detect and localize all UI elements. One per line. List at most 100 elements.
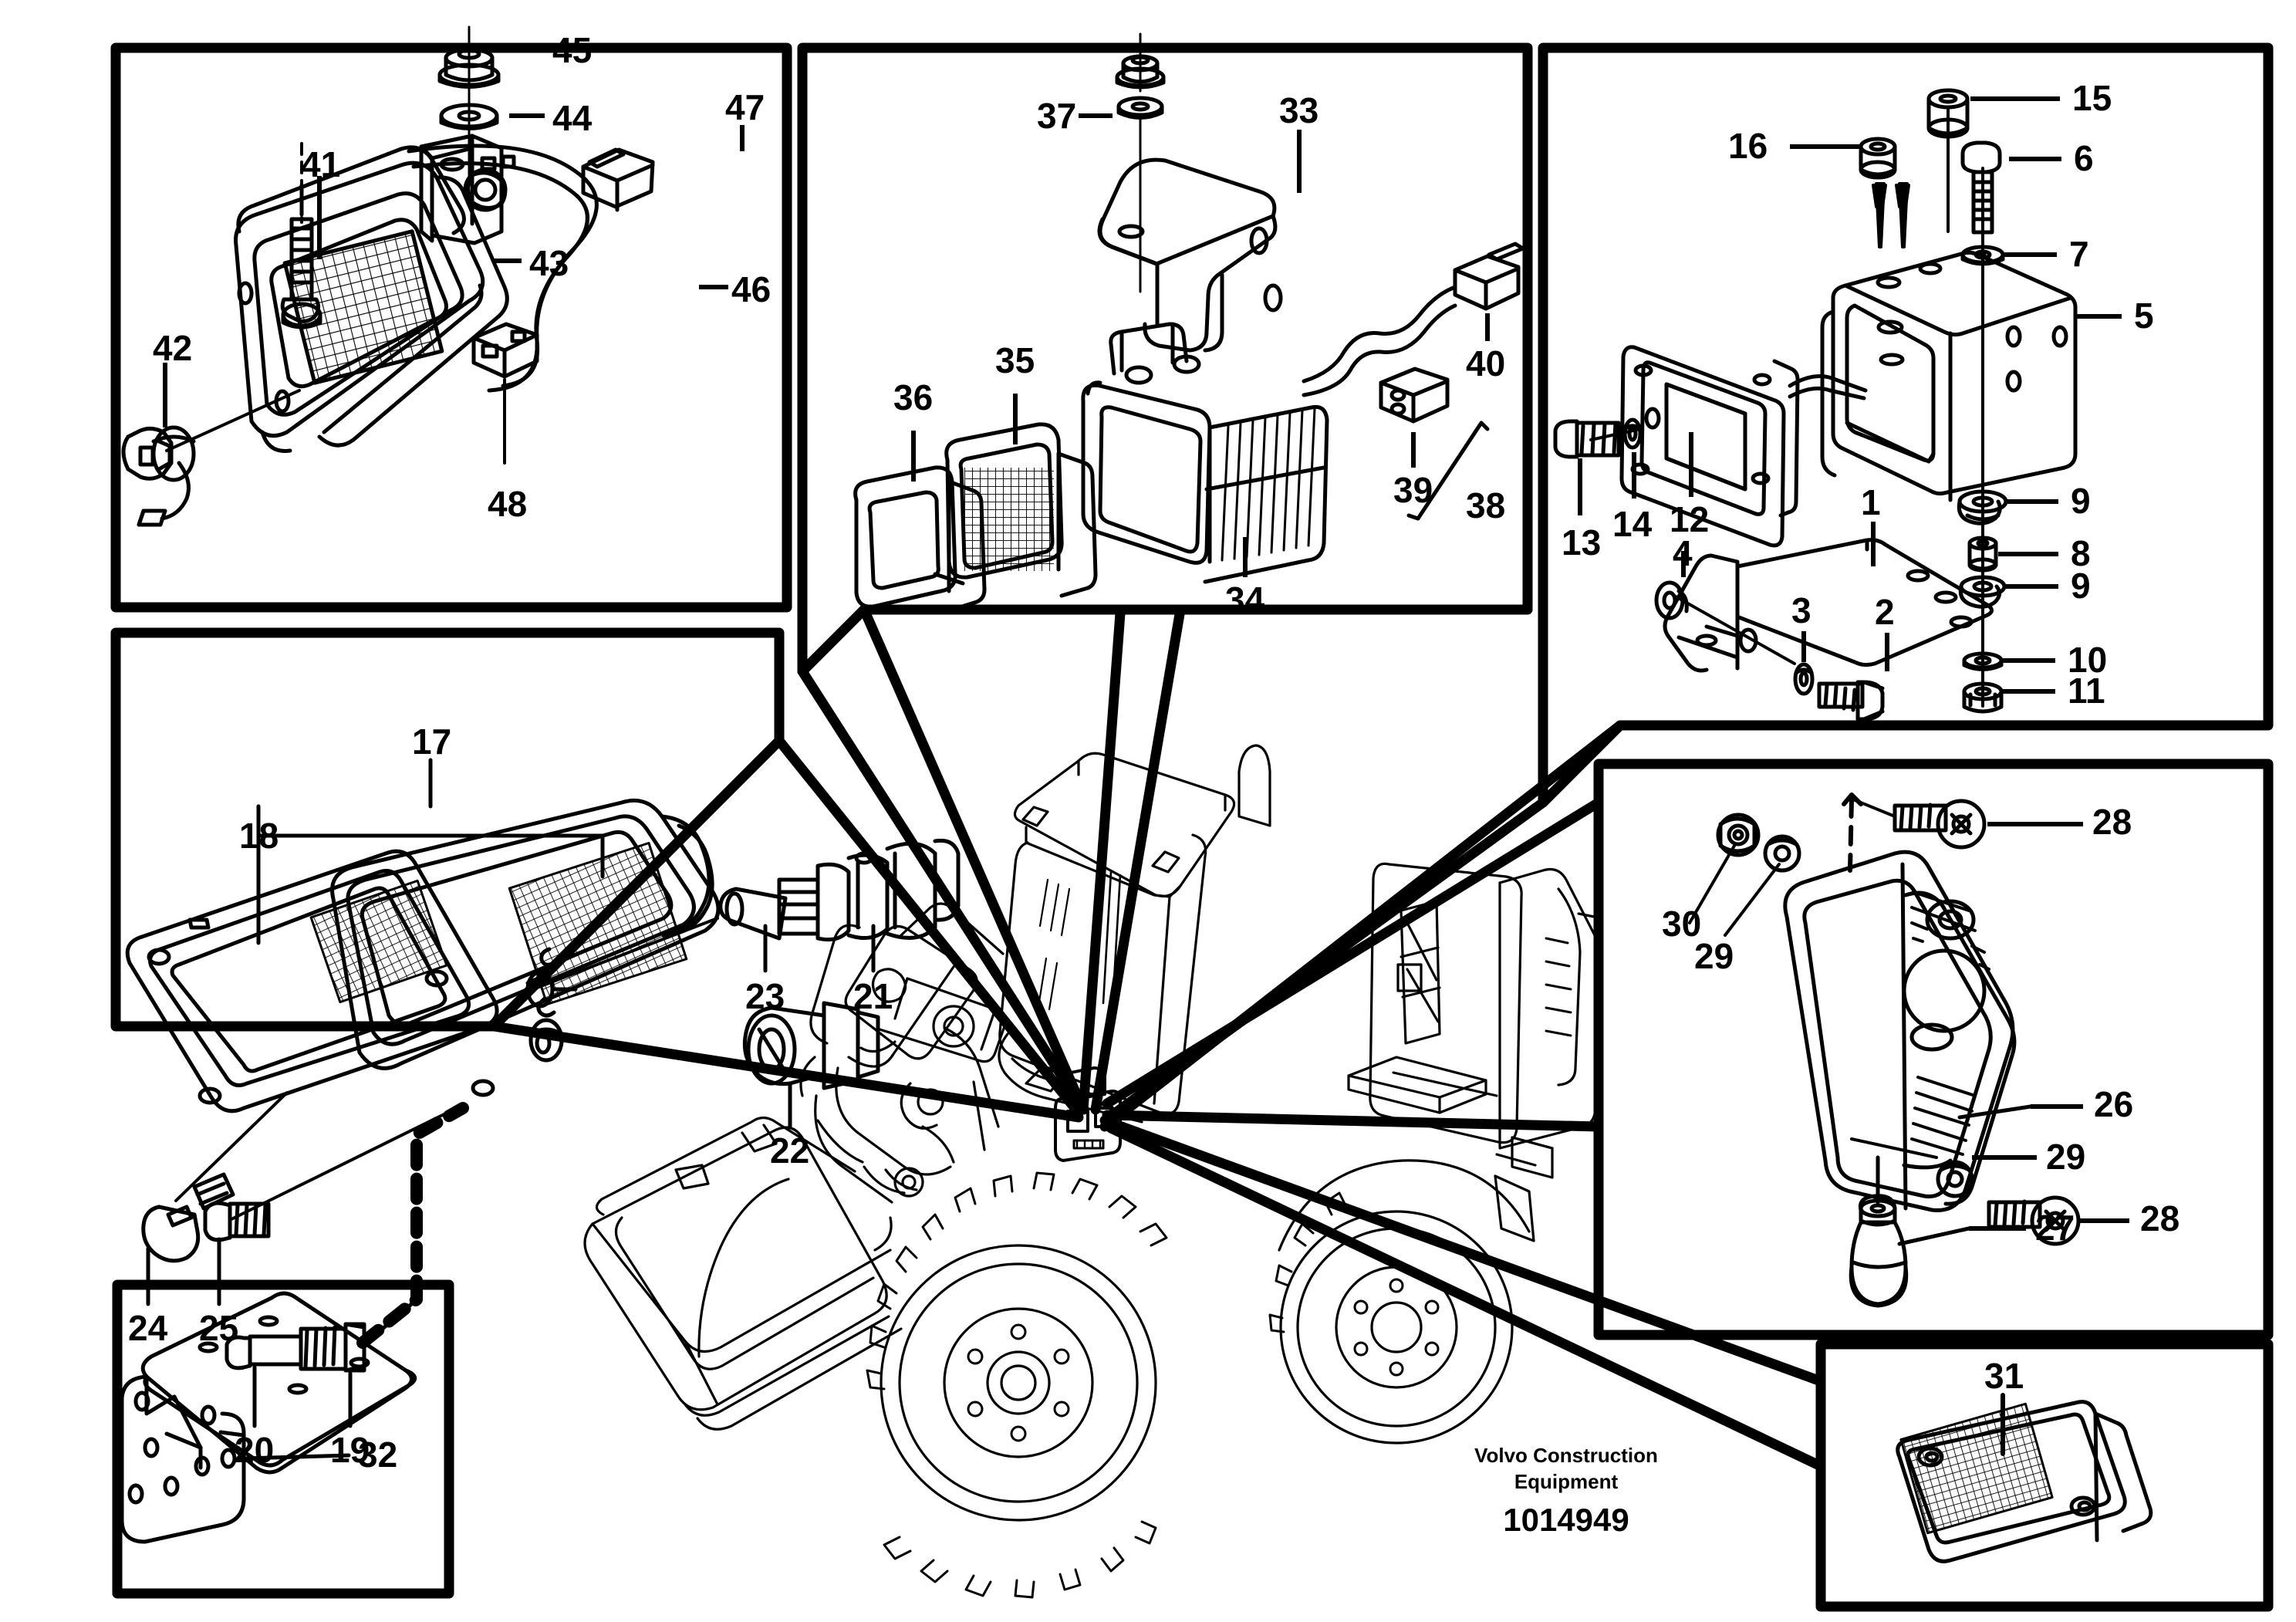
brand-line-2: Equipment [1514, 1470, 1619, 1493]
part-46-harness [407, 144, 599, 393]
pointer-to-panel2-b [859, 604, 1089, 1115]
callout-17: 17 [412, 721, 452, 762]
part-28b-screw [1987, 1195, 2081, 1246]
callout-29a: 29 [1694, 936, 1734, 976]
part-12-plate [1619, 345, 1868, 548]
dashed-assembly-line [356, 1102, 469, 1349]
machine-loader-arms [799, 902, 1007, 1204]
part-5-box [1820, 249, 2078, 502]
callout-8: 8 [2071, 533, 2091, 573]
dashed-28a [1848, 797, 1854, 873]
art-panel-headlamp [125, 758, 961, 1428]
part-30-nut [1716, 813, 1761, 857]
callout-19: 19 [330, 1430, 370, 1470]
callout-27: 27 [2035, 1208, 2075, 1248]
part-38-cable [1302, 285, 1457, 397]
machine-wheel-loader [583, 744, 1603, 1599]
part-number: 1014949 [1503, 1502, 1629, 1538]
part-10-washer [1962, 651, 2004, 671]
part-41-lamp-housing [234, 145, 509, 453]
art-panel-work-lamp-square [121, 25, 655, 527]
callout-40: 40 [1466, 343, 1506, 384]
part-17-headlamp [330, 798, 721, 1070]
brand-line-1: Volvo Construction [1474, 1444, 1658, 1467]
bracket-38 [1406, 421, 1490, 521]
machine-rear-body [1347, 862, 1603, 1179]
callout-30: 30 [1662, 904, 1702, 944]
callout-2: 2 [1875, 592, 1895, 632]
callout-22: 22 [770, 1130, 810, 1171]
pointer-to-panel2-a [797, 666, 1089, 1115]
callout-47: 47 [725, 87, 765, 127]
part-18-frame [125, 849, 499, 1113]
pointer-to-panel2-d [1090, 604, 1186, 1115]
callout-36: 36 [893, 377, 934, 417]
part-25-screw [203, 1201, 271, 1242]
callout-9b: 9 [2071, 566, 2091, 606]
art-panel-lamp-bracket [1553, 88, 2078, 721]
part-11-nut [1962, 681, 2004, 714]
callout-12: 12 [1670, 499, 1710, 539]
part-40-connector [1453, 242, 1525, 311]
pointer-to-panel4-b [774, 735, 1084, 1118]
callout-24: 24 [128, 1308, 168, 1348]
part-9a-grommet [1957, 489, 2008, 525]
callout-10: 10 [2068, 640, 2108, 680]
leader-30 [1688, 844, 1736, 924]
callout-26: 26 [2094, 1084, 2134, 1124]
machine-bucket [583, 1116, 903, 1431]
leader-4 [1673, 594, 1796, 665]
part-29a-washer [1763, 834, 1801, 873]
part-35-lens [944, 422, 1098, 598]
machine-front-wheel [866, 1171, 1168, 1599]
callout-42: 42 [153, 328, 193, 368]
part-43-screw [280, 183, 322, 329]
callout-16: 16 [1728, 126, 1768, 166]
machine-cab [998, 744, 1271, 1124]
machine-rear-wheel [1268, 1191, 1514, 1445]
part-2-bolt [1817, 680, 1885, 721]
part-22-bulb-holder [742, 1001, 880, 1090]
callout-45: 45 [552, 30, 593, 70]
pointer-to-panel7-b [1106, 1117, 1826, 1387]
arrows-15-16 [1872, 182, 1910, 248]
callout-44: 44 [552, 98, 593, 138]
callout-1: 1 [1861, 482, 1881, 522]
part-16-spacer [1859, 137, 1897, 180]
callout-20: 20 [235, 1430, 275, 1470]
leader-42 [165, 389, 301, 452]
callout-21: 21 [853, 976, 893, 1016]
leader-29b [1850, 1137, 1938, 1159]
leader-24 [174, 1091, 289, 1202]
callout-39: 39 [1393, 470, 1433, 510]
part-24-bulb [141, 1172, 235, 1263]
callout-38: 38 [1466, 485, 1506, 525]
art-panel-reflector [1896, 1393, 2153, 1563]
callout-31: 31 [1984, 1356, 2024, 1396]
leader-32 [243, 1453, 351, 1461]
callout-15: 15 [2072, 78, 2112, 118]
callout-34: 34 [1225, 580, 1265, 620]
callout-14: 14 [1612, 504, 1653, 544]
part-3-washer [1793, 662, 1815, 696]
leader-13 [1589, 427, 1642, 441]
callout-11: 11 [2068, 671, 2105, 711]
pointer-to-panel2-c [1078, 608, 1126, 1115]
part-21-socket [815, 838, 961, 942]
callout-33: 33 [1279, 90, 1319, 130]
part-8-bushing [1967, 536, 1998, 573]
callout-5: 5 [2134, 296, 2154, 336]
panel-lamp-bracket-frame [1538, 42, 2274, 808]
callout-29b: 29 [2046, 1137, 2086, 1177]
callout-23: 23 [745, 976, 785, 1016]
callout-6: 6 [2074, 138, 2094, 178]
callout-28b: 28 [2140, 1198, 2180, 1238]
callout-46: 46 [731, 269, 772, 309]
pointer-to-panel3-b [1099, 720, 1626, 1132]
part-33-bracket [1097, 157, 1283, 353]
art-panel-marker-lamp [1688, 792, 2081, 1308]
part-29b-washer [1936, 1160, 1974, 1198]
